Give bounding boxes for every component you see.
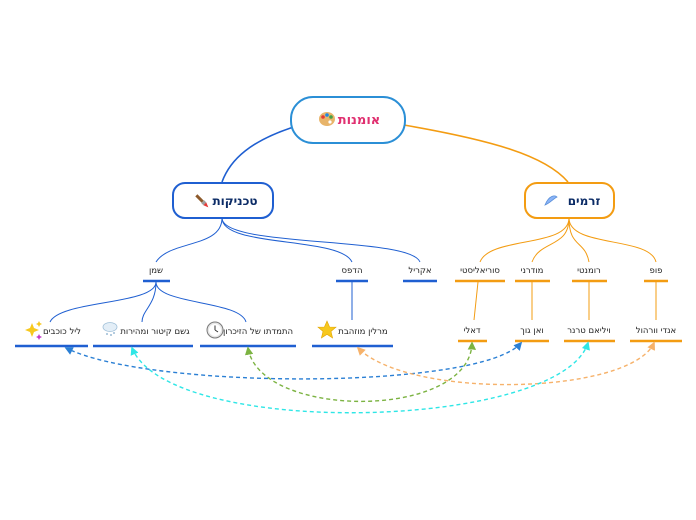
movement-romantic[interactable]: רומנטי bbox=[572, 266, 607, 283]
oil-connectors bbox=[49, 281, 247, 323]
movement-romantic-label: רומנטי bbox=[577, 266, 601, 276]
artist-van-gogh-label: ואן גוך bbox=[520, 326, 543, 336]
technique-oil[interactable]: שמן bbox=[143, 266, 170, 283]
connector-root-movements bbox=[403, 124, 569, 183]
branch-movements[interactable]: זרמים bbox=[524, 182, 615, 219]
branch-techniques-label: טכניקות bbox=[212, 194, 257, 208]
root-node[interactable]: אומנות bbox=[290, 96, 406, 144]
work-persistence-of-memory[interactable]: התמדתו של הזיכרון bbox=[200, 321, 296, 348]
technique-acrylic[interactable]: אקריל bbox=[403, 266, 437, 283]
artist-andy-warhol[interactable]: אנדי וורהול bbox=[630, 326, 682, 343]
palette-icon bbox=[319, 112, 335, 126]
movement-modern-label: מודרני bbox=[521, 266, 544, 276]
artist-andy-warhol-label: אנדי וורהול bbox=[636, 326, 676, 336]
snow-cloud-icon bbox=[102, 322, 118, 336]
link-vangogh-starry-night[interactable] bbox=[64, 341, 523, 380]
movement-surreal[interactable]: סוריאליסטי bbox=[455, 266, 505, 283]
work-persistence-of-memory-label: התמדתו של הזיכרון bbox=[223, 327, 293, 337]
branch-techniques[interactable]: טכניקות bbox=[172, 182, 274, 219]
artist-connectors bbox=[473, 281, 657, 321]
artist-william-turner[interactable]: ויליאם טרנר bbox=[564, 326, 615, 343]
connector-root-techniques bbox=[221, 124, 301, 183]
work-starry-night[interactable]: ליל כוכבים bbox=[15, 321, 88, 348]
technique-acrylic-label: אקריל bbox=[408, 266, 431, 276]
technique-oil-label: שמן bbox=[149, 266, 163, 276]
artist-dali-label: דאלי bbox=[463, 326, 480, 336]
clock-icon bbox=[206, 321, 224, 339]
branch-movements-label: זרמים bbox=[568, 194, 601, 208]
paintbrush-icon bbox=[195, 194, 209, 208]
movements-connectors bbox=[479, 217, 657, 263]
artist-william-turner-label: ויליאם טרנר bbox=[567, 326, 610, 336]
movement-pop-label: פופ bbox=[650, 266, 663, 276]
root-label: אומנות bbox=[338, 113, 381, 128]
movement-modern[interactable]: מודרני bbox=[515, 266, 550, 283]
movement-surreal-label: סוריאליסטי bbox=[460, 266, 500, 276]
work-rain-steam-speed[interactable]: גשם קיטור ומהירות bbox=[93, 322, 193, 348]
work-gold-marilyn[interactable]: מרלין מוזהבת bbox=[312, 320, 393, 348]
artist-van-gogh[interactable]: ואן גוך bbox=[515, 326, 549, 343]
work-rain-steam-speed-label: גשם קיטור ומהירות bbox=[120, 327, 190, 337]
star-icon bbox=[317, 320, 337, 339]
artist-dali[interactable]: דאלי bbox=[458, 326, 487, 343]
work-starry-night-label: ליל כוכבים bbox=[43, 327, 81, 337]
link-warhol-marilyn[interactable] bbox=[356, 341, 655, 386]
sparkles-icon bbox=[25, 321, 42, 340]
technique-print-label: הדפס bbox=[341, 266, 362, 276]
work-gold-marilyn-label: מרלין מוזהבת bbox=[338, 327, 387, 337]
link-turner-rain-steam[interactable] bbox=[130, 341, 590, 414]
brush-stroke-icon bbox=[544, 195, 558, 206]
techniques-connectors bbox=[155, 217, 421, 263]
link-dali-persistence[interactable] bbox=[244, 341, 477, 403]
movement-pop[interactable]: פופ bbox=[644, 266, 668, 283]
technique-print[interactable]: הדפס bbox=[336, 266, 368, 283]
